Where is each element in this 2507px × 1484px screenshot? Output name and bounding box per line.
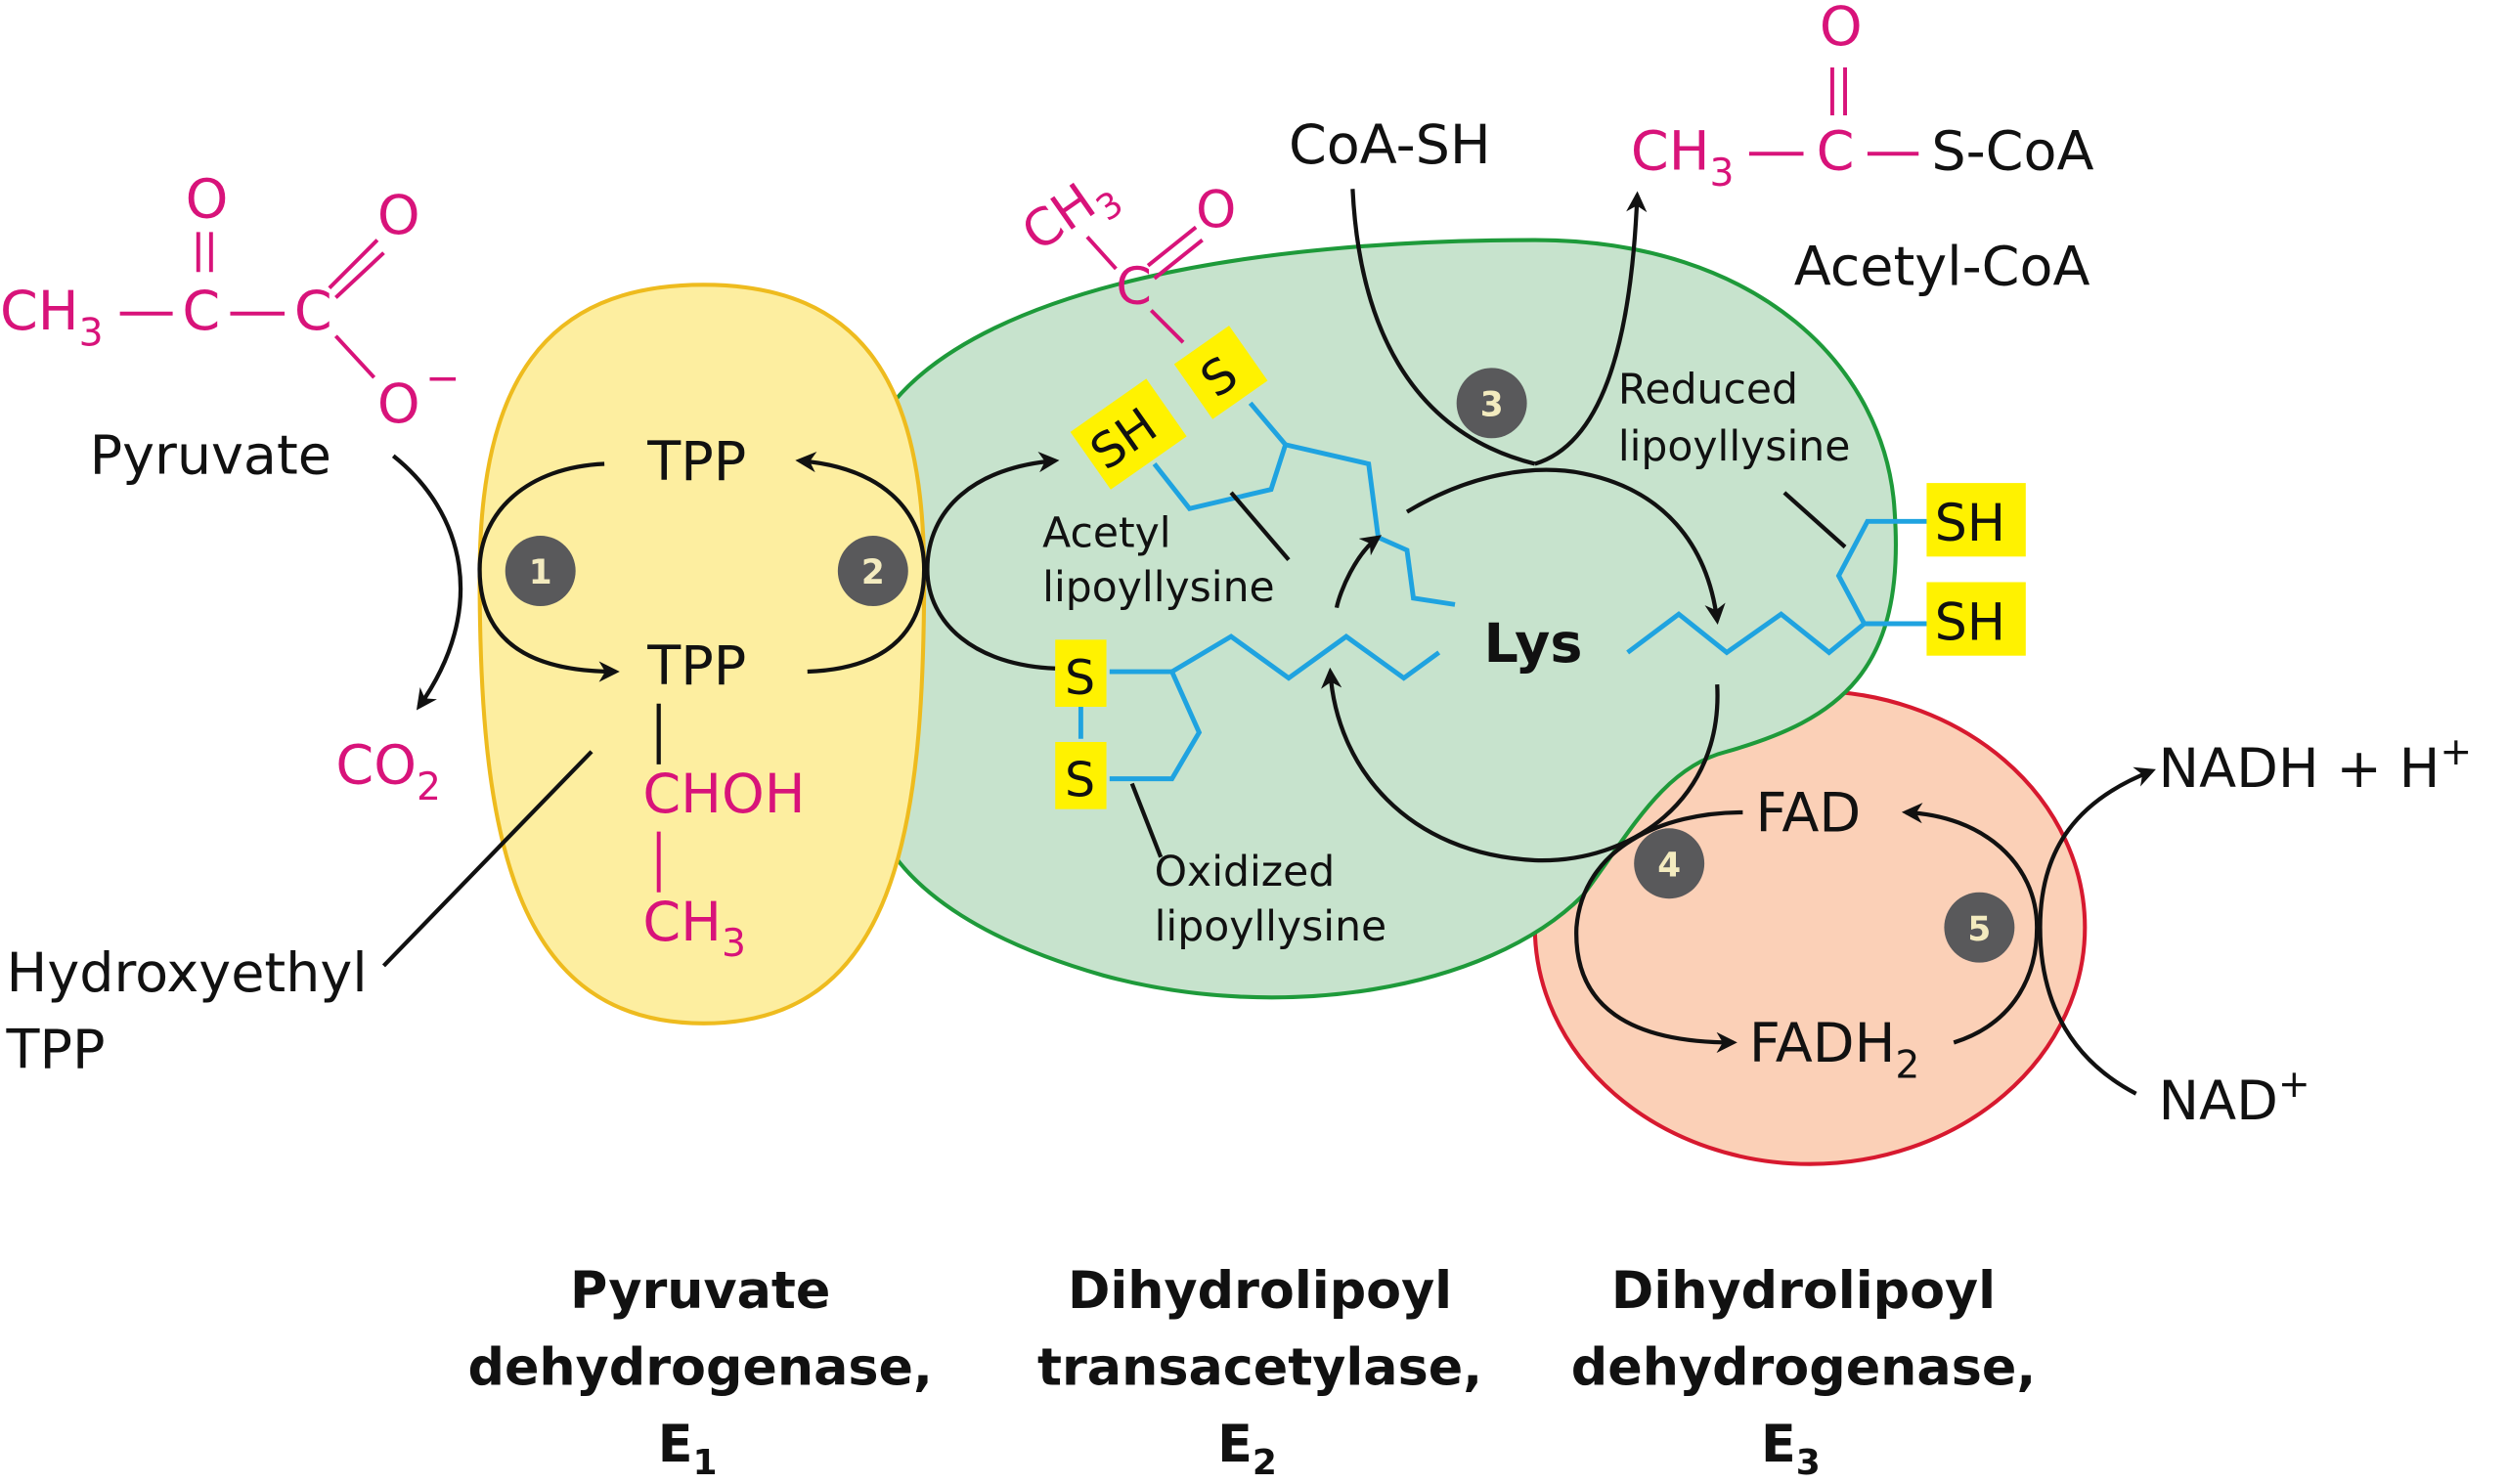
ch3-e1: CH3: [642, 891, 746, 966]
hydroxyethyl-label-line1: Hydroxyethyl: [7, 941, 368, 1005]
oxidized-s2-box: [1055, 742, 1107, 809]
reduced-sh2-box: [1926, 582, 2026, 656]
pyruvate-charge: −: [425, 355, 461, 403]
enzyme-label-e3: Dihydrolipoyl dehydrogenase, E3: [1571, 1261, 2036, 1483]
step-badge-4: 4: [1634, 828, 1705, 899]
acetyl-lipoyl-label-line2: lipoyllysine: [1042, 564, 1275, 612]
svg-text:E2: E2: [1217, 1415, 1277, 1483]
choh-label: CHOH: [642, 763, 805, 826]
step4-arrow: [1574, 809, 1743, 1054]
acetyl-c: C: [1116, 257, 1152, 317]
acetyl-coa-ch3: CH3: [1631, 120, 1735, 196]
svg-text:4: 4: [1657, 846, 1681, 885]
arrow-to-acetyl: [1334, 535, 1383, 609]
arrow-to-reduced: [1405, 467, 1726, 625]
acetyl-lipoyl-chain: [1285, 442, 1456, 607]
step-badge-2: 2: [837, 536, 908, 607]
acetyl-lipoyl-label-line1: Acetyl: [1042, 510, 1170, 558]
svg-text:Dihydrolipoyl: Dihydrolipoyl: [1611, 1261, 1996, 1321]
nadh-label: NADH + H+: [2159, 730, 2473, 801]
step1-arrow: [477, 461, 620, 682]
acetyl-group: CH3: [1011, 159, 1130, 272]
enzyme-label-e2: Dihydrolipoyl transacetylase, E2: [1037, 1261, 1482, 1483]
nad-arrow: [2038, 766, 2156, 1096]
svg-text:2: 2: [861, 553, 885, 592]
pyruvate-c1: C: [182, 280, 220, 343]
oxidized-lipoyl-chain: [1170, 633, 1441, 681]
reduced-lipoyl-label-line1: Reduced: [1618, 366, 1798, 414]
fadh2-label: FADH2: [1749, 1012, 1919, 1087]
acetyl-lipoyl-ring: [1152, 401, 1289, 512]
pyruvate-ch3: CH3: [0, 280, 104, 355]
pyruvate-o-top: O: [186, 168, 229, 232]
acetyl-coa-label: Acetyl-CoA: [1794, 235, 2090, 298]
reduced-sh1-box: [1926, 483, 2026, 557]
oxidized-lipoyl-label-line2: lipoyllysine: [1155, 903, 1387, 951]
step2-lipoyl-arrow: [925, 451, 1060, 671]
acetyl-o: O: [1196, 180, 1236, 240]
oxidized-lipoyl-label-line1: Oxidized: [1155, 849, 1336, 896]
pyruvate-c2: C: [294, 280, 332, 343]
step2-arrow: [795, 451, 927, 675]
acetyl-s-box: S: [1173, 326, 1268, 419]
svg-text:Pyruvate: Pyruvate: [570, 1261, 830, 1321]
coa-sh-arrow: [1350, 189, 1536, 466]
step-badge-1: 1: [505, 536, 576, 607]
reduced-sh1: SH: [1935, 494, 2006, 553]
svg-text:E1: E1: [658, 1415, 718, 1483]
arrow-to-oxidized: [1321, 667, 1720, 863]
tpp-top: TPP: [646, 430, 746, 494]
acetyl-ch3: CH3: [1011, 159, 1130, 272]
step-badge-5: 5: [1944, 892, 2015, 963]
oxidized-lipoyl-ring: [1109, 669, 1203, 782]
oxidized-s1: S: [1065, 649, 1095, 706]
step5-arrow: [1901, 803, 2040, 1045]
reduced-sh2: SH: [1935, 592, 2006, 652]
pyruvate-o-minus: O: [377, 372, 420, 436]
fad-label: FAD: [1755, 782, 1861, 846]
svg-text:E3: E3: [1761, 1415, 1821, 1483]
hydroxyethyl-label-line2: TPP: [6, 1019, 106, 1082]
acetyl-coa-structure: CH3 C O S-CoA: [1631, 0, 2094, 196]
enzyme-label-e1: Pyruvate dehydrogenase, E1: [468, 1261, 933, 1483]
reduced-lipoyl-chain: [1626, 518, 1932, 656]
oxidized-s2: S: [1065, 752, 1095, 808]
reduced-lipoyl-label-line2: lipoyllysine: [1618, 423, 1851, 471]
arrow-to-co2: [391, 454, 463, 711]
pyruvate-label: Pyruvate: [90, 423, 331, 487]
hydroxyethyl-leader: [381, 750, 594, 968]
pyruvate-o-right: O: [377, 184, 420, 247]
svg-text:dehydrogenase,: dehydrogenase,: [468, 1337, 933, 1397]
acetyl-coa-scoa: S-CoA: [1931, 120, 2093, 184]
tpp-bottom: TPP: [646, 634, 746, 698]
lys-label: Lys: [1483, 612, 1582, 676]
svg-text:dehydrogenase,: dehydrogenase,: [1571, 1337, 2036, 1397]
step-badge-3: 3: [1456, 368, 1527, 439]
svg-text:5: 5: [1967, 910, 1991, 949]
co2-label: CO2: [335, 734, 441, 809]
nad-label: NAD+: [2159, 1063, 2310, 1133]
svg-text:3: 3: [1480, 385, 1504, 424]
acetyl-coa-arrow: [1534, 191, 1648, 466]
acetyl-coa-c: C: [1817, 120, 1855, 184]
acetyl-coa-o: O: [1820, 0, 1863, 59]
coa-sh-label: CoA-SH: [1289, 113, 1491, 177]
svg-text:Dihydrolipoyl: Dihydrolipoyl: [1068, 1261, 1452, 1321]
svg-text:transacetylase,: transacetylase,: [1037, 1337, 1482, 1397]
pyruvate-structure: CH3 C O C O O −: [0, 168, 461, 436]
svg-text:1: 1: [529, 553, 552, 592]
oxidized-s1-box: [1055, 639, 1107, 708]
